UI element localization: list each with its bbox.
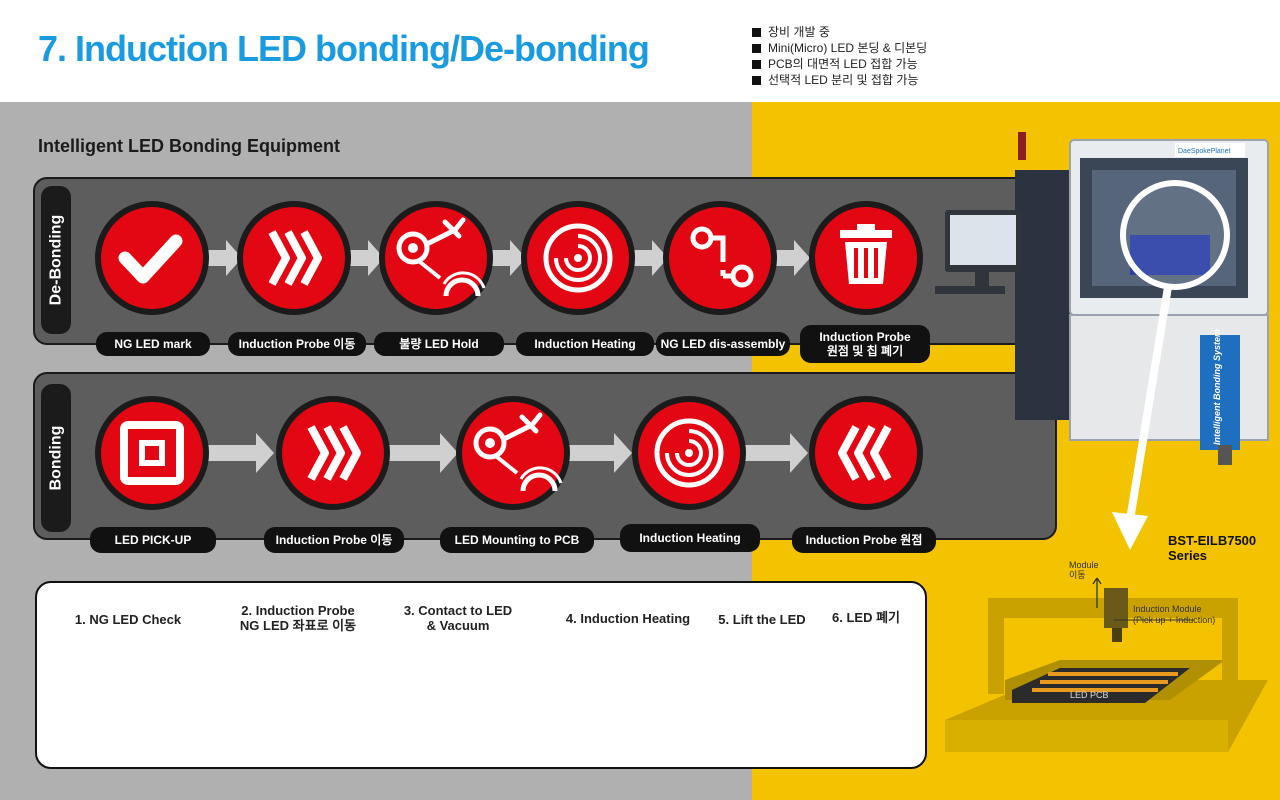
process-step-title: 5. Lift the LED xyxy=(718,612,806,627)
bonding-step-label: Induction Heating xyxy=(620,524,760,552)
feature-bullet: Mini(Micro) LED 본딩 & 디본딩 xyxy=(752,40,927,56)
flow-arrow xyxy=(490,240,526,276)
square-target-icon xyxy=(95,396,209,510)
trash-icon xyxy=(809,201,923,315)
process-steps-box xyxy=(35,581,927,769)
pcb-label: LED PCB xyxy=(1070,690,1109,700)
chevrons-right-icon xyxy=(237,201,351,315)
machine-illustration: Intelligent Bonding System DaeSpokePlane… xyxy=(935,132,1269,465)
feature-bullet: 장비 개발 중 xyxy=(752,24,927,40)
bonding-step-label: LED Mounting to PCB xyxy=(440,527,594,553)
feature-bullet-list: 장비 개발 중 Mini(Micro) LED 본딩 & 디본딩 PCB의 대면… xyxy=(752,24,927,88)
gantry-diagram: Module 이동 Induction Module (Pick up + In… xyxy=(945,560,1268,752)
page-title: 7. Induction LED bonding/De-bonding xyxy=(38,28,650,69)
machine-series-line: Series xyxy=(1168,548,1208,563)
debonding-flow-arrows xyxy=(206,240,810,276)
zoom-callout xyxy=(1112,180,1230,550)
induction-module-label: (Pick up + Induction) xyxy=(1133,615,1215,625)
flow-arrow xyxy=(348,240,384,276)
checkmark-icon xyxy=(95,201,209,315)
induction-coil-icon xyxy=(632,396,746,510)
probe-hold-icon xyxy=(379,201,493,315)
flow-arrow xyxy=(744,433,808,473)
process-step-title-line: 2. Induction Probe xyxy=(241,603,355,618)
induction-module-label: Induction Module xyxy=(1133,604,1202,614)
flow-arrow xyxy=(208,433,274,473)
process-step-title: 4. Induction Heating xyxy=(565,611,691,626)
flow-arrow xyxy=(206,240,242,276)
machine-series-line: BST-EILB7500 xyxy=(1168,533,1257,548)
machine-series-label: BST-EILB7500 Series xyxy=(1168,533,1256,563)
process-step-title: 1. NG LED Check xyxy=(74,612,182,627)
bonding-step-label: Induction Probe 원점 xyxy=(792,527,936,553)
flow-arrow xyxy=(388,433,458,473)
bonding-step-label: LED PICK-UP xyxy=(90,527,216,553)
chevrons-right-icon xyxy=(276,396,390,510)
process-step-title-line: NG LED 좌표로 이동 xyxy=(239,618,357,633)
flow-arrow xyxy=(632,240,668,276)
feature-bullet: PCB의 대면적 LED 접합 가능 xyxy=(752,56,927,72)
induction-coil-icon xyxy=(521,201,635,315)
feature-bullet: 선택적 LED 분리 및 접합 가능 xyxy=(752,72,927,88)
probe-mount-icon xyxy=(456,396,570,510)
process-step-title: 6. LED 폐기 xyxy=(832,610,900,625)
debonding-step-label: Induction Heating xyxy=(516,332,654,356)
debonding-tab: De-Bonding xyxy=(41,186,71,334)
debonding-step-label-line: 원점 및 칩 폐기 xyxy=(826,344,904,358)
process-step-title: 2. Induction Probe NG LED 좌표로 이동 xyxy=(228,603,368,633)
process-step-title-line: 3. Contact to LED xyxy=(403,603,513,618)
section-subtitle: Intelligent LED Bonding Equipment xyxy=(38,136,340,156)
debonding-step-label: Induction Probe 이동 xyxy=(228,332,366,356)
debonding-step-label: NG LED mark xyxy=(96,332,210,356)
module-move-label: Module xyxy=(1069,560,1099,570)
debonding-step-label-line: Induction Probe xyxy=(819,330,911,344)
debonding-step-label: 불량 LED Hold xyxy=(374,332,504,356)
machine-side-text: Intelligent Bonding System xyxy=(1212,329,1222,445)
bonding-step-label: Induction Probe 이동 xyxy=(264,527,404,553)
flow-arrow xyxy=(774,240,810,276)
flow-arrow xyxy=(568,433,632,473)
process-step-title: 3. Contact to LED & Vacuum xyxy=(396,603,520,633)
machine-brand: DaeSpokePlanet xyxy=(1178,148,1231,155)
debonding-step-label: NG LED dis-assembly xyxy=(656,332,790,356)
disassembly-icon xyxy=(663,201,777,315)
bonding-flow-arrows xyxy=(208,433,808,473)
module-move-label: 이동 xyxy=(1069,570,1086,580)
bonding-tab: Bonding xyxy=(41,384,71,532)
process-step-title-line: & Vacuum xyxy=(426,618,490,633)
chevrons-left-icon xyxy=(809,396,923,510)
debonding-step-label: Induction Probe 원점 및 칩 폐기 xyxy=(800,325,930,363)
